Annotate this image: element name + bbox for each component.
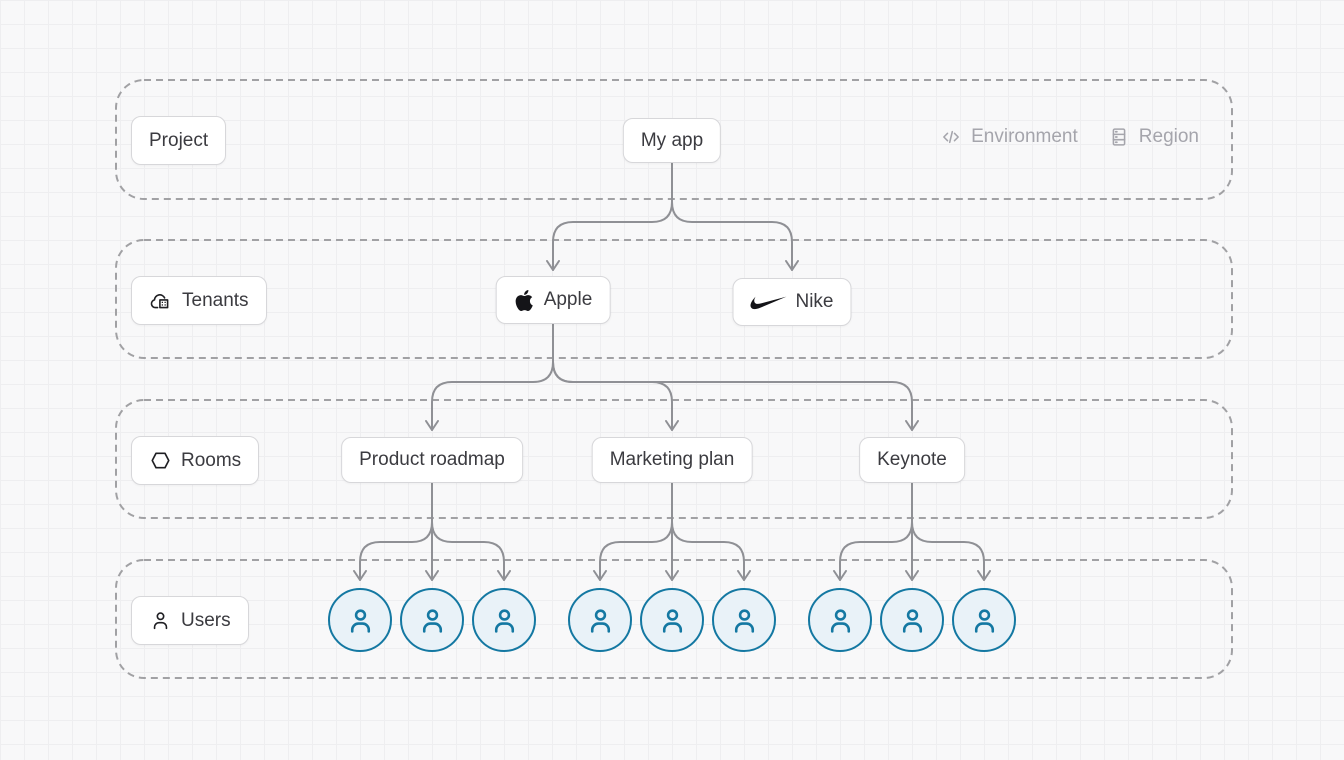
project-meta: Environment Region [940,126,1199,148]
node-my-app: My app [622,118,722,163]
node-product-roadmap: Product roadmap [341,437,523,483]
edge-apple-room1 [552,323,673,431]
region-meta: Region [1108,126,1199,148]
edge-room2-u8 [911,482,985,581]
edge-room2-u6 [839,482,913,581]
person-icon [422,608,442,633]
edge-app-apple [552,162,673,271]
person-icon [974,608,994,633]
row-label-users: Users [131,596,249,645]
node-keynote: Keynote [859,437,965,483]
user-node [400,588,464,652]
node-nike-label: Nike [795,291,834,312]
user-node [880,588,944,652]
user-node [808,588,872,652]
environment-label: Environment [971,126,1078,147]
edge-apple-room2 [552,323,913,431]
row-label-rooms-text: Rooms [181,449,242,471]
row-label-tenants-text: Tenants [182,289,249,311]
person-icon [149,609,172,632]
person-icon [902,608,922,633]
edge-room1-u5 [671,482,745,581]
user-node [640,588,704,652]
row-label-tenants: Tenants [131,276,267,325]
user-node [952,588,1016,652]
edge-room0-u0 [359,482,433,581]
node-keynote-label: Keynote [877,449,947,470]
person-icon [734,608,754,633]
user-node [568,588,632,652]
row-label-users-text: Users [181,609,231,631]
environment-meta: Environment [940,126,1078,148]
edge-room1-u3 [599,482,673,581]
node-my-app-label: My app [640,129,704,151]
user-node [328,588,392,652]
user-node [472,588,536,652]
row-label-project-text: Project [149,129,209,151]
hexagon-icon [149,449,172,472]
edge-apple-room0 [431,323,554,431]
user-node [712,588,776,652]
person-icon [494,608,514,633]
person-icon [662,608,682,633]
person-icon [830,608,850,633]
row-label-project: Project [131,116,227,165]
apple-logo-icon [514,289,535,311]
row-label-rooms: Rooms [131,436,260,485]
node-apple-label: Apple [543,289,593,310]
person-icon [350,608,370,633]
nike-swoosh-icon [750,293,787,312]
node-marketing-plan-label: Marketing plan [609,449,735,470]
edge-room0-u2 [431,482,505,581]
node-nike: Nike [732,278,852,326]
person-icon [590,608,610,633]
node-marketing-plan: Marketing plan [591,437,753,483]
edge-app-nike [671,162,793,271]
node-apple: Apple [495,276,611,324]
tenants-row-outline [115,239,1233,359]
node-product-roadmap-label: Product roadmap [359,449,505,470]
code-brackets-icon [940,126,962,148]
cloud-building-icon [149,289,173,313]
region-label: Region [1138,126,1199,147]
server-rack-icon [1108,126,1130,148]
